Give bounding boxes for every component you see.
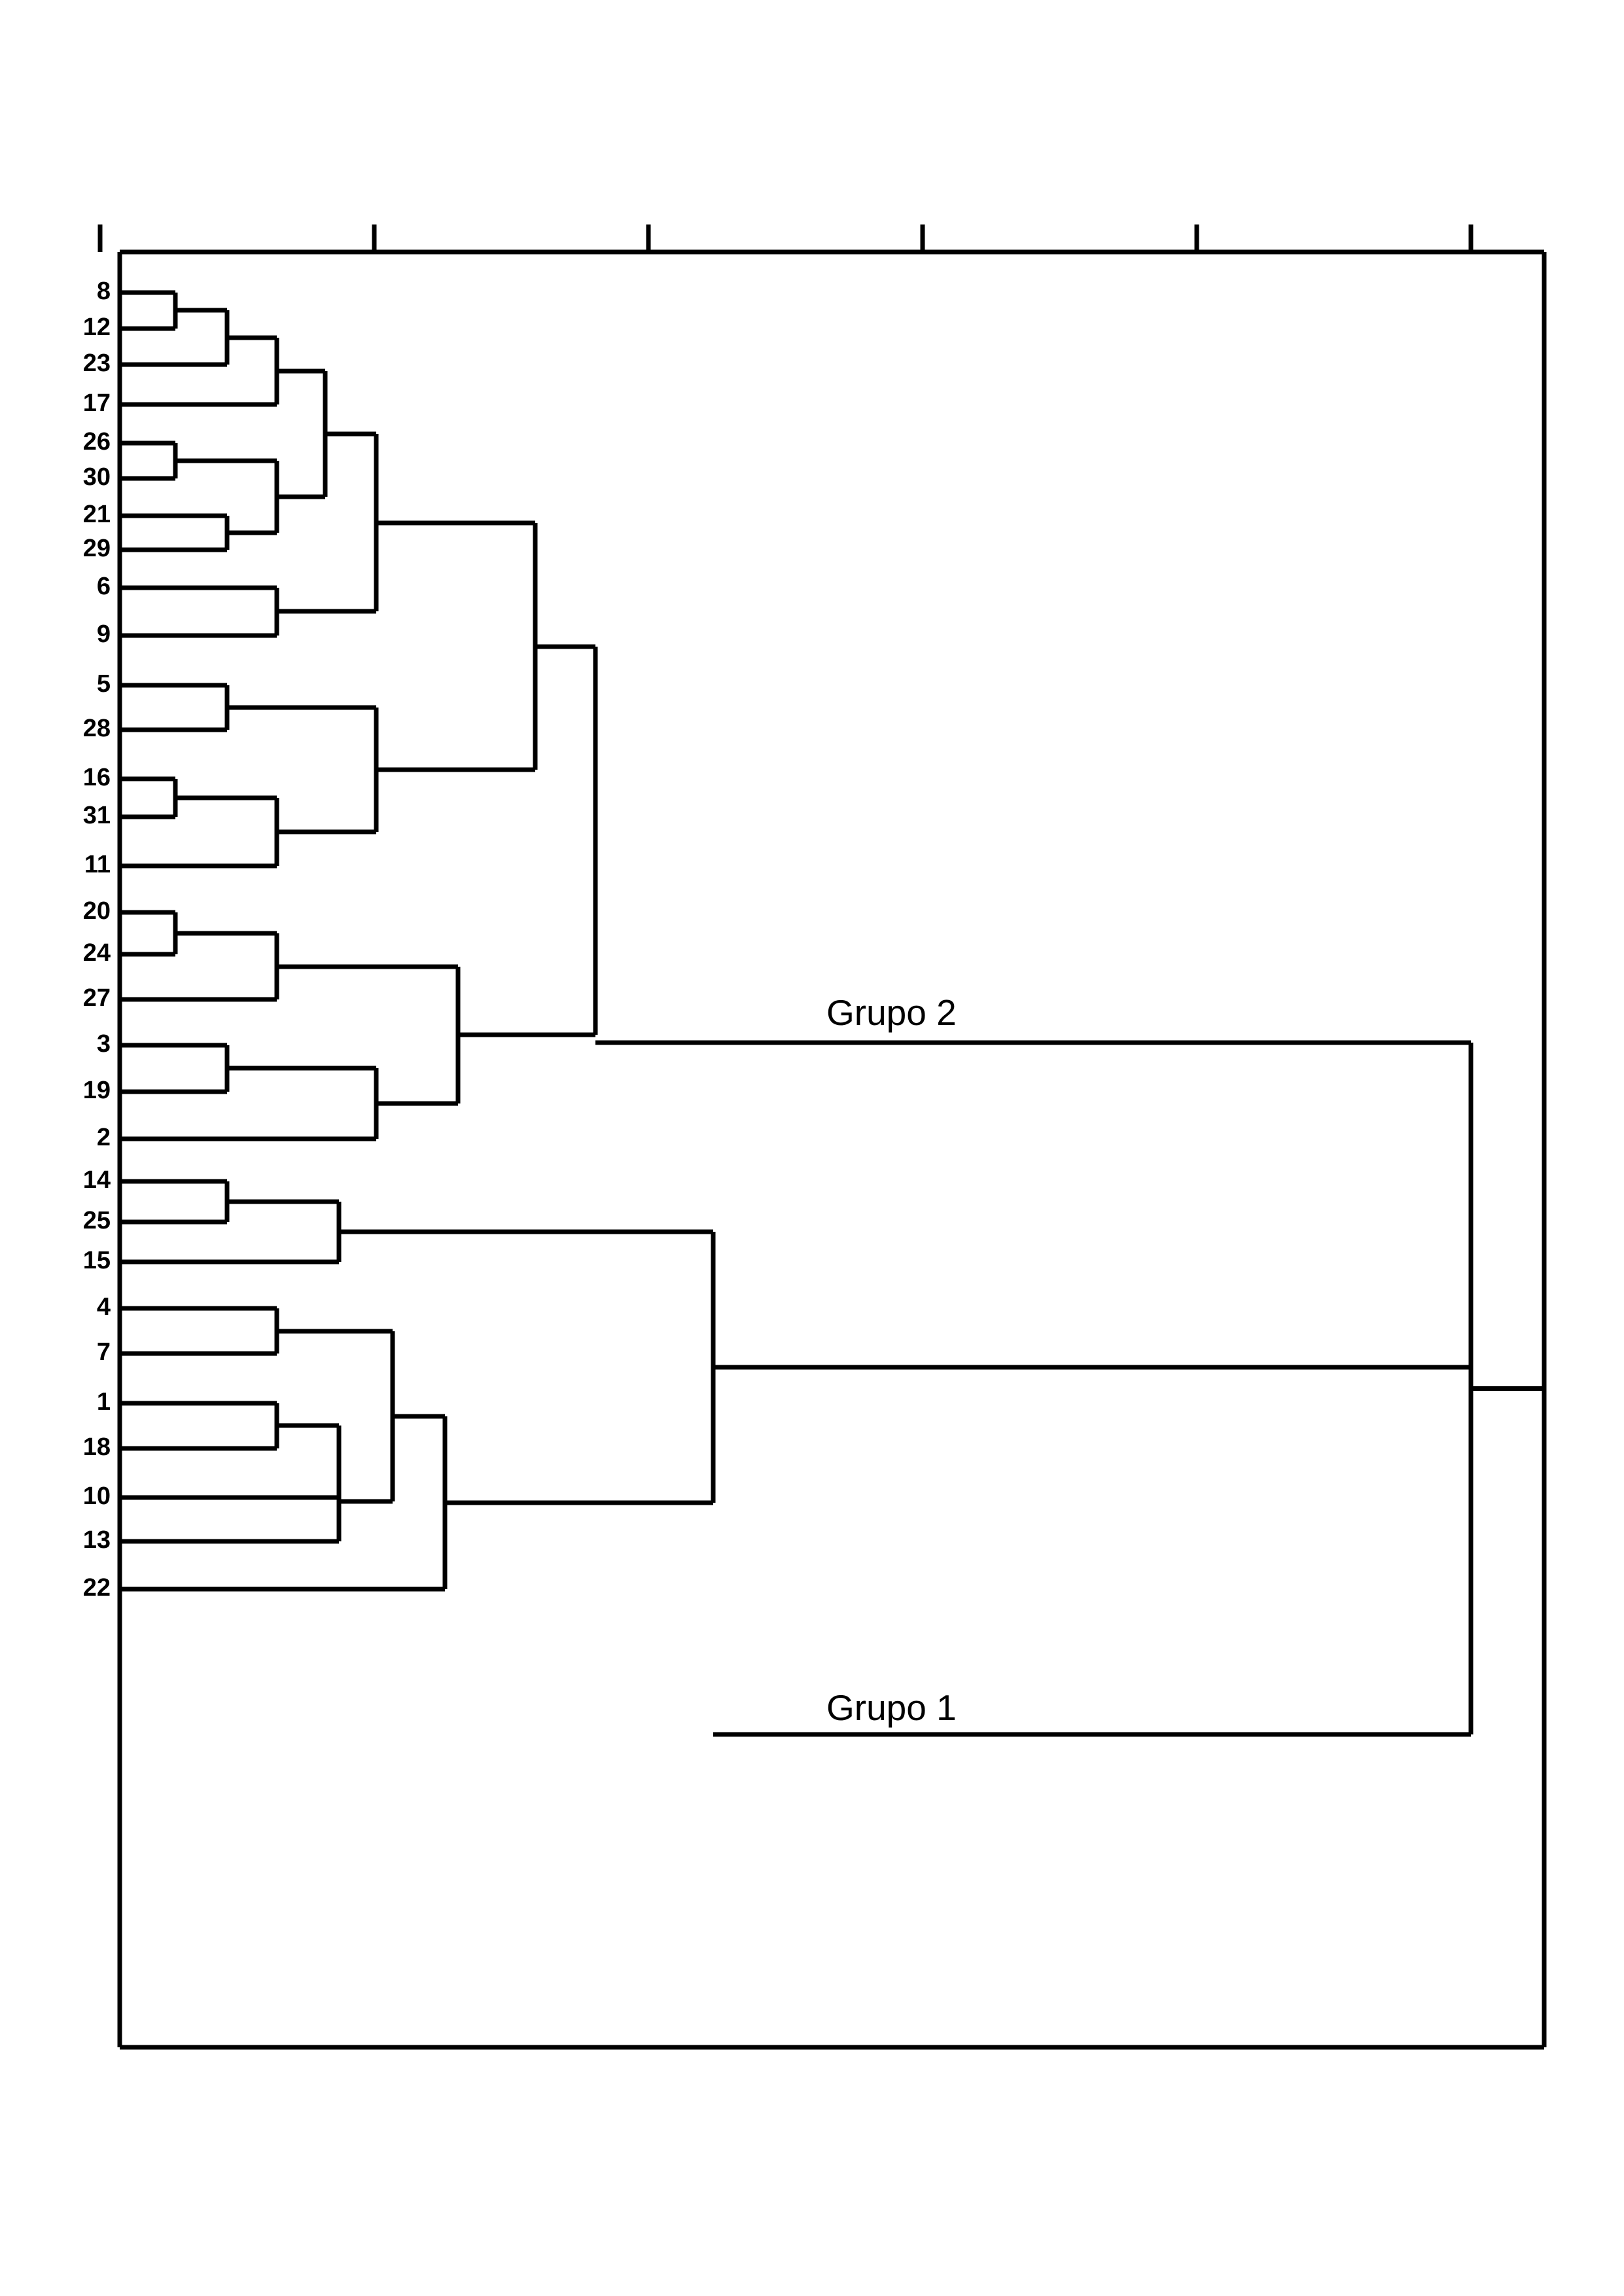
- leaf-label-24: 24: [83, 939, 111, 967]
- leaf-label-27: 27: [83, 984, 111, 1012]
- leaf-label-3: 3: [97, 1030, 111, 1058]
- leaf-label-10: 10: [83, 1482, 111, 1510]
- leaf-label-5: 5: [97, 670, 111, 698]
- grupo-1-label: Grupo 1: [826, 1687, 957, 1728]
- leaf-label-22: 22: [83, 1574, 111, 1602]
- leaf-label-25: 25: [83, 1207, 111, 1234]
- leaf-label-21: 21: [83, 501, 111, 528]
- leaf-label-16: 16: [83, 764, 111, 791]
- leaf-label-7: 7: [97, 1338, 111, 1366]
- leaf-label-30: 30: [83, 463, 111, 491]
- leaf-label-12: 12: [83, 314, 111, 341]
- grupo-2-label: Grupo 2: [826, 992, 957, 1033]
- leaf-label-1: 1: [97, 1388, 111, 1416]
- group-annotations: Grupo 2 Grupo 1: [826, 992, 957, 1728]
- plot-frame: [117, 249, 1547, 2050]
- top-axis-ticks: [97, 224, 1474, 252]
- leaf-label-9: 9: [97, 620, 111, 648]
- leaf-label-28: 28: [83, 715, 111, 742]
- leaf-label-6: 6: [97, 573, 111, 600]
- leaf-label-26: 26: [83, 428, 111, 456]
- leaf-label-11: 11: [84, 851, 111, 878]
- leaf-label-20: 20: [83, 897, 111, 925]
- leaf-labels: 8122317263021296952816311120242731921425…: [83, 278, 111, 1602]
- leaf-label-17: 17: [83, 389, 111, 417]
- leaf-label-18: 18: [83, 1433, 111, 1461]
- dendrogram-links: [120, 249, 1547, 2050]
- leaf-label-14: 14: [83, 1166, 111, 1194]
- leaf-label-2: 2: [97, 1124, 111, 1151]
- leaf-label-29: 29: [83, 535, 111, 562]
- leaf-label-23: 23: [83, 350, 111, 377]
- leaf-label-19: 19: [83, 1077, 111, 1104]
- leaf-label-13: 13: [83, 1526, 111, 1554]
- leaf-label-4: 4: [97, 1293, 111, 1321]
- leaf-label-8: 8: [97, 278, 111, 305]
- leaf-label-15: 15: [83, 1247, 111, 1274]
- leaf-label-31: 31: [83, 802, 111, 829]
